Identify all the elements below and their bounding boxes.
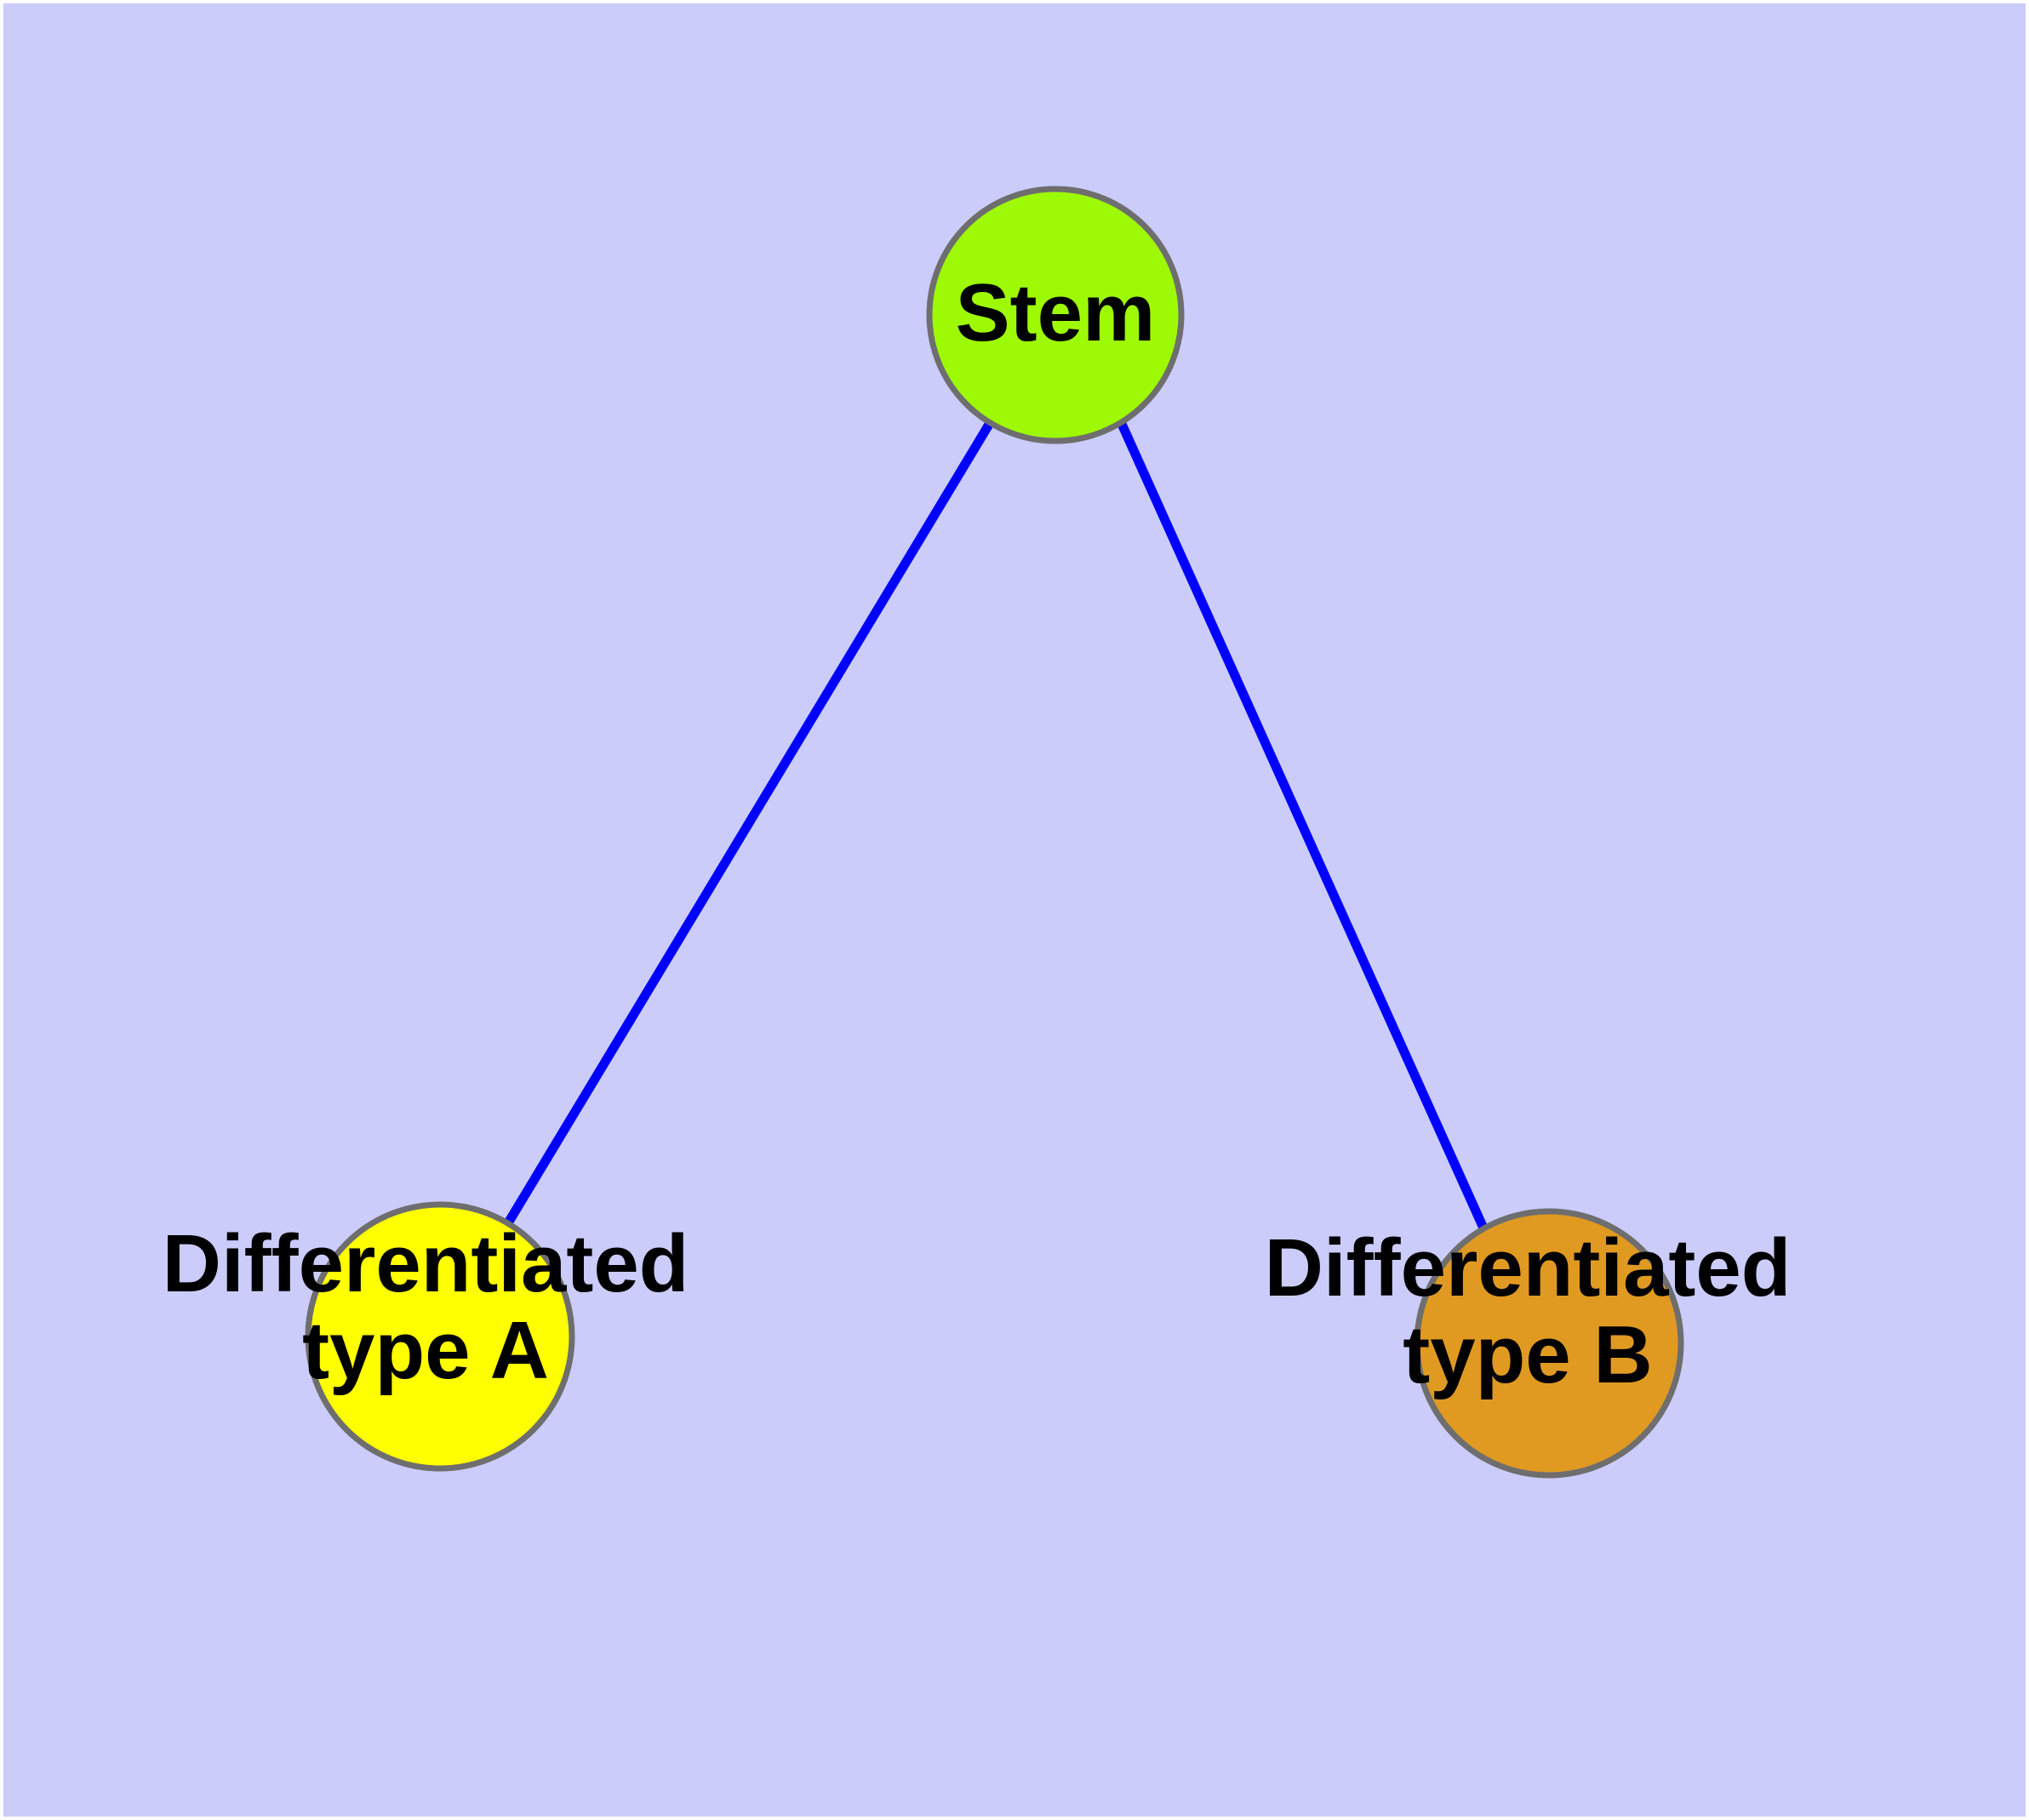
node-label-line: type A [302,1305,549,1396]
node-label-line: Differentiated [1265,1222,1792,1313]
edge-stem-to-diff_b[interactable] [1117,421,1490,1234]
nodes-layer [305,186,1684,1479]
node-label-line: Differentiated [163,1218,689,1309]
node-circle-diff_b[interactable] [1414,1208,1684,1479]
edge-stem-to-diff_a[interactable] [502,421,994,1228]
node-label-stem: Stem [956,267,1156,358]
node-label-line: Stem [956,267,1156,358]
node-circle-stem[interactable] [926,186,1185,444]
node-label-line: type B [1403,1309,1652,1400]
edges-layer [502,421,1490,1234]
node-circle-diff_a[interactable] [305,1201,575,1472]
